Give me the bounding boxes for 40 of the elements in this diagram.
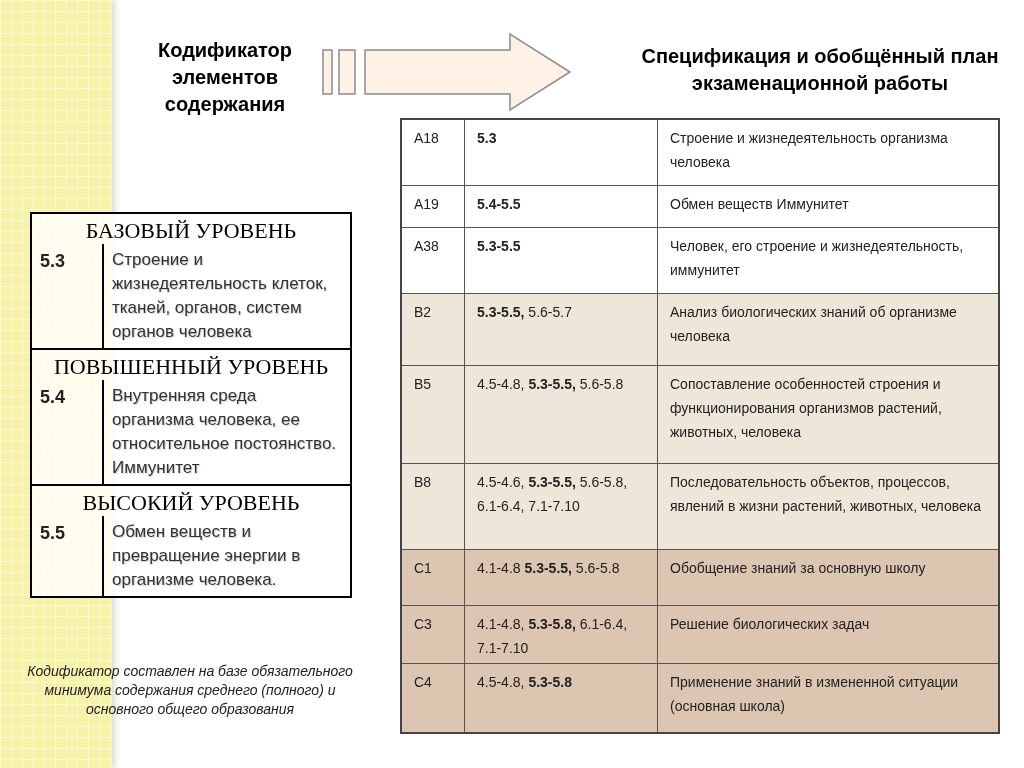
codifier-range: 4.1-4.8, 5.3-5.8, 6.1-6.4, 7.1-7.10 xyxy=(477,616,628,656)
codifier-range: 5.3-5.5 xyxy=(477,238,521,254)
task-code: В5 xyxy=(414,376,432,392)
topic-text: Сопоставление особенностей строения и функционирования организмов растений, животных, человека xyxy=(670,376,942,440)
task-code: В2 xyxy=(414,304,432,320)
topic-text: Обмен веществ Иммунитет xyxy=(670,196,849,212)
topic-text: Обобщение знаний за основную школу xyxy=(670,560,926,576)
caption: Кодификатор составлен на базе обязательного минимума содержания среднего (полного) и основного общего образования xyxy=(26,662,354,719)
codifier-range: 4.5-4.8, 5.3-5.8 xyxy=(477,674,572,690)
level-heading: БАЗОВЫЙ УРОВЕНЬ xyxy=(84,217,298,244)
code-text: 5.5 xyxy=(40,523,66,543)
block-arrow xyxy=(322,32,572,112)
heading-text: Спецификация и обобщённый план экзаменационной работы xyxy=(640,44,1000,96)
content-text: Внутренняя среда организма человека, ее относительное постоянство. Иммунитет xyxy=(112,386,337,477)
codifier-range: 5.3 xyxy=(477,130,497,146)
heading-text: Кодификатор элементов содержания xyxy=(156,37,293,117)
codifier-range: 4.5-4.6, 5.3-5.5, 5.6-5.8, 6.1-6.4, 7.1-7.10 xyxy=(477,474,628,514)
topic-text: Последовательность объектов, процессов, явлений в жизни растений, животных, человека xyxy=(670,474,981,514)
content-text: Строение и жизнедеятельность клеток, тканей, органов, систем органов человека xyxy=(112,250,328,341)
topic-text: Применение знаний в измененной ситуации (основная школа) xyxy=(670,674,959,714)
codifier-range: 4.1-4.8 5.3-5.5, 5.6-5.8 xyxy=(477,560,620,576)
task-code: С4 xyxy=(414,674,432,690)
task-code: С3 xyxy=(414,616,432,632)
level-heading: ВЫСОКИЙ УРОВЕНЬ xyxy=(81,489,301,516)
level-heading: ПОВЫШЕННЫЙ УРОВЕНЬ xyxy=(52,353,330,380)
task-code: А19 xyxy=(414,196,439,212)
topic-text: Строение и жизнедеятельность организма человека xyxy=(670,130,948,170)
task-code: А38 xyxy=(414,238,439,254)
task-code: А18 xyxy=(414,130,439,146)
topic-text: Анализ биологических знаний об организме человека xyxy=(670,304,957,344)
topic-text: Решение биологических задач xyxy=(670,616,870,632)
code-text: 5.4 xyxy=(40,387,66,407)
topic-text: Человек, его строение и жизнедеятельность, иммунитет xyxy=(670,238,964,278)
task-code: В8 xyxy=(414,474,432,490)
codifier-range: 5.4-5.5 xyxy=(477,196,521,212)
content-text: Обмен веществ и превращение энергии в организме человека. xyxy=(112,522,301,589)
code-text: 5.3 xyxy=(40,251,66,271)
codifier-range: 5.3-5.5, 5.6-5.7 xyxy=(477,304,572,320)
codifier-range: 4.5-4.8, 5.3-5.5, 5.6-5.8 xyxy=(477,376,624,392)
task-code: С1 xyxy=(414,560,432,576)
